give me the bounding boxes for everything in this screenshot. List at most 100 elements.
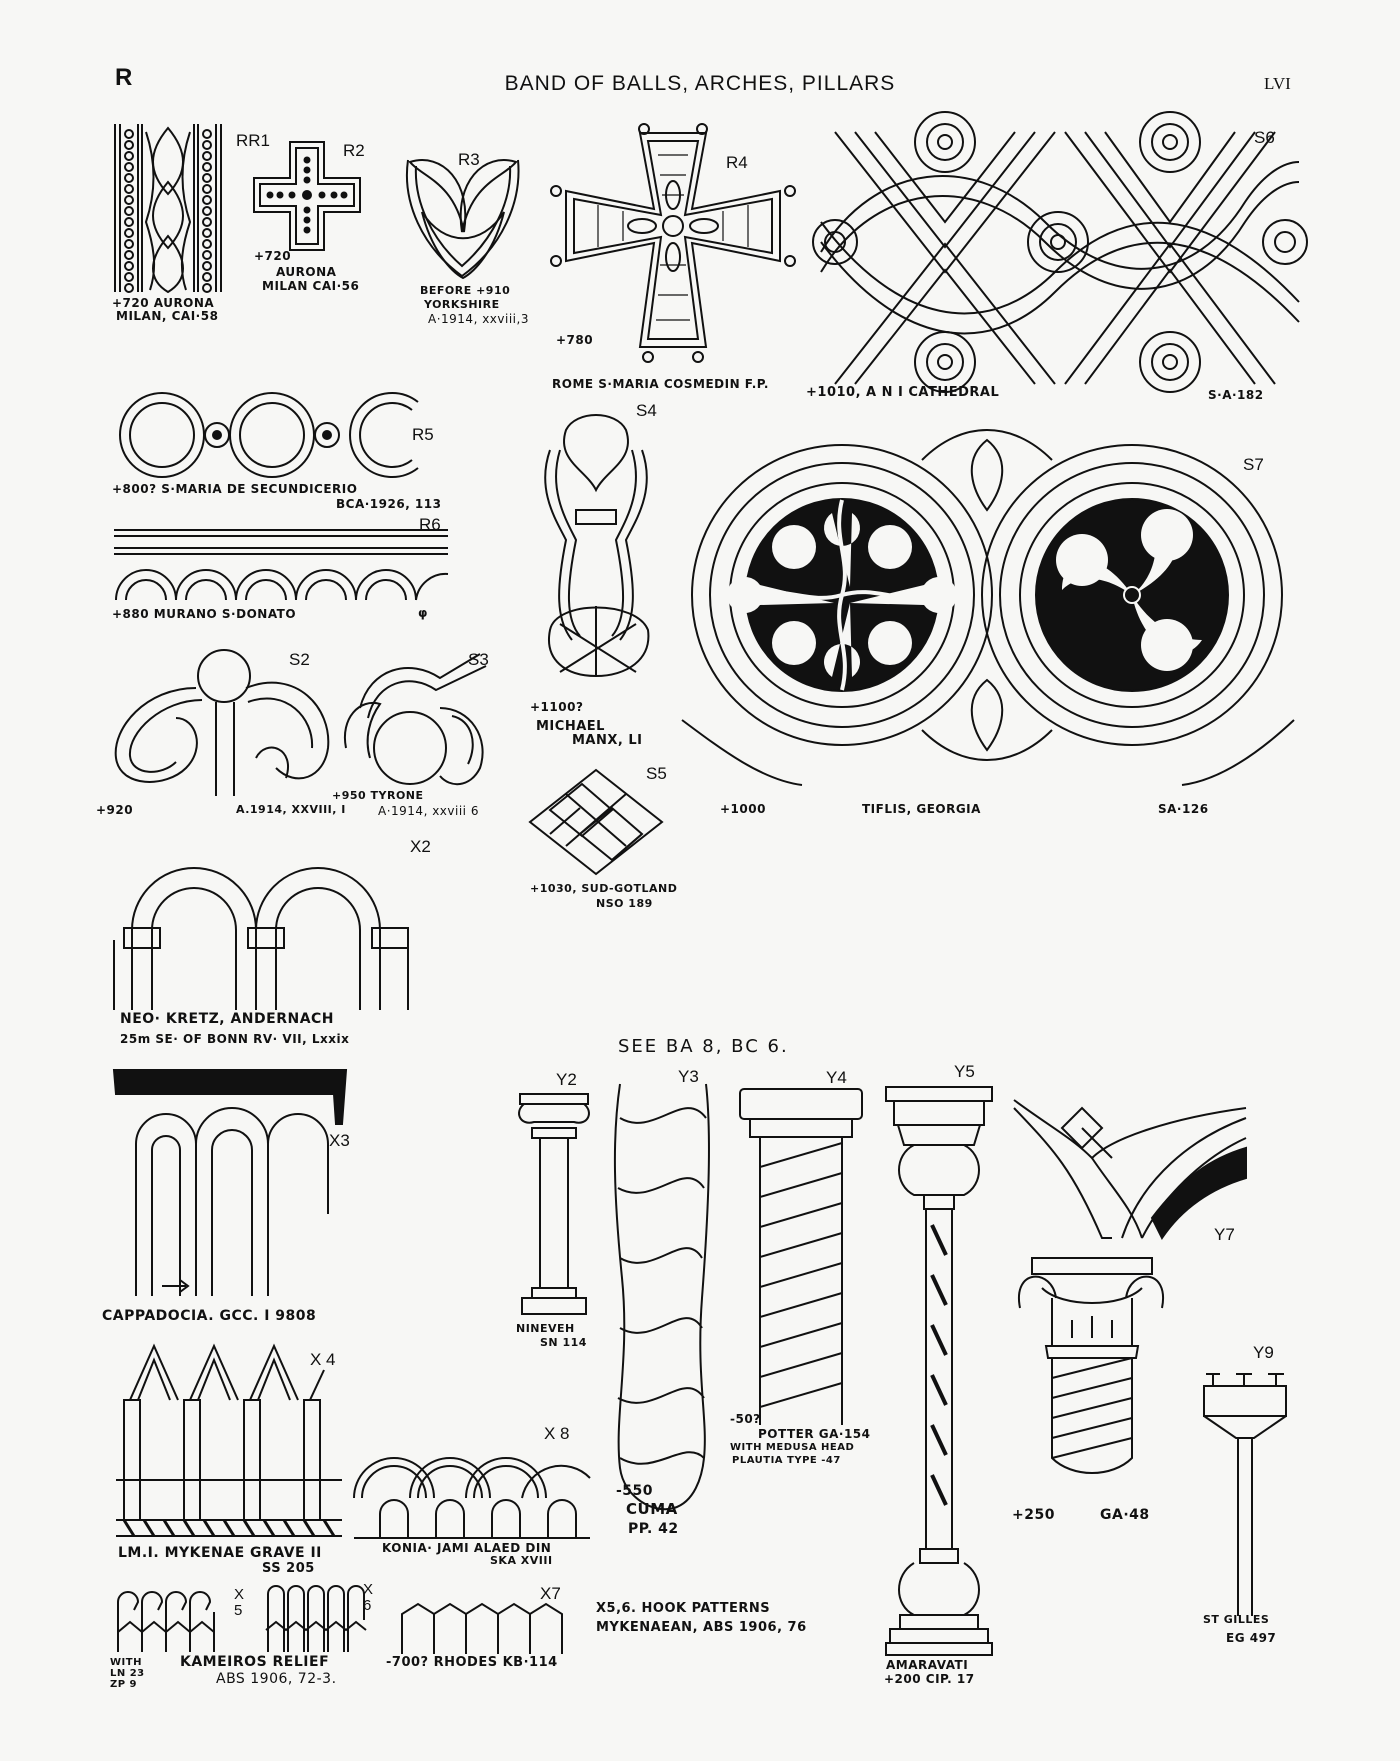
ball-ornament (203, 163, 211, 171)
ball-ornament (125, 218, 133, 226)
figure-s6-drawing (815, 122, 1303, 394)
ball-ornament (125, 185, 133, 193)
figure-x5-caption-2: LN 23 (110, 1668, 145, 1679)
figure-rr1-caption-1: +720 AURONA (112, 296, 215, 310)
figure-r4-code: R4 (726, 153, 748, 172)
figure-x8-drawing (350, 1438, 594, 1540)
figure-r3-caption-2: YORKSHIRE (424, 298, 500, 311)
section-letter: R (115, 64, 133, 91)
figure-r5-code: R5 (412, 425, 434, 444)
ball-ornament (125, 141, 133, 149)
ball-ornament (203, 284, 211, 292)
figure-x2-code: X2 (410, 837, 431, 856)
ball-ornament (125, 207, 133, 215)
figure-r2-caption-1: +720 (254, 249, 292, 263)
ball-ornament (203, 130, 211, 138)
figure-x4-caption-1: LM.I. MYKENAE GRAVE II (118, 1545, 322, 1561)
figure-y3-drawing (614, 1078, 712, 1518)
figure-y4-caption-1: -50? (730, 1412, 761, 1426)
figure-s3-caption-1: +950 TYRONE (332, 789, 424, 802)
ball-ornament (125, 251, 133, 259)
figure-s3-code: S3 (468, 650, 489, 669)
figure-x5-caption-3: ZP 9 (110, 1679, 138, 1690)
figure-y2-caption-1: NINEVEH (516, 1322, 575, 1335)
figure-r4-drawing (548, 125, 798, 365)
figure-r3-code: R3 (458, 150, 480, 169)
figure-x4-code: X 4 (310, 1350, 336, 1369)
figure-r3-caption-3: A·1914, xxviii,3 (428, 312, 529, 326)
figure-r2-code: R2 (343, 141, 365, 160)
ball-ornament (125, 152, 133, 160)
figure-r2-caption-3: MILAN CAI·56 (262, 279, 360, 293)
figure-s4-caption-1: +1100? (530, 700, 584, 714)
ball-ornament (203, 174, 211, 182)
figure-y2-code: Y2 (556, 1070, 577, 1089)
figure-x8-caption-1: KONIA· JAMI ALAED DIN (382, 1541, 552, 1555)
figure-x7-caption: -700? RHODES KB·114 (386, 1655, 558, 1670)
ball-ornament (203, 141, 211, 149)
figure-x6-code: X 6 (363, 1581, 374, 1614)
figure-s2-date: +920 (96, 803, 134, 817)
figure-r2-caption-2: AURONA (276, 265, 337, 279)
figure-s7-ref: SA·126 (1158, 802, 1209, 816)
figure-y7-drawing (1012, 1098, 1248, 1498)
figure-r6-code: R6 (419, 515, 441, 534)
figure-y9-code: Y9 (1253, 1343, 1274, 1362)
plate-number: LVI (1264, 74, 1291, 93)
figure-y7-date: +250 (1012, 1507, 1055, 1523)
figure-y9-caption-1: ST GILLES (1203, 1613, 1270, 1626)
figure-y5-drawing (884, 1085, 994, 1657)
figure-y2-caption-2: SN 114 (540, 1336, 587, 1349)
figure-x2-caption-2: 25m SE· OF BONN RV· VII, Lxxix (120, 1032, 350, 1046)
hook-patterns-note-1: X5,6. HOOK PATTERNS (596, 1601, 771, 1616)
figure-s2-caption: A.1914, XXVIII, I (236, 803, 346, 816)
figure-s7-code: S7 (1243, 455, 1264, 474)
ball-ornament (125, 273, 133, 281)
figure-y4-code: Y4 (826, 1068, 847, 1087)
ball-ornament (203, 152, 211, 160)
figure-r5-caption-1: +800? S·MARIA DE SECUNDICERIO (112, 482, 358, 496)
figure-r3-caption-1: BEFORE +910 (420, 284, 511, 297)
figure-y4-caption-2: POTTER GA·154 (758, 1427, 871, 1441)
ball-ornament (125, 229, 133, 237)
figure-s4-caption-2: MICHAEL (536, 719, 605, 734)
figure-x4-drawing (114, 1340, 344, 1545)
figure-s4-caption-3: MANX, LI (572, 733, 643, 748)
figure-r6-drawing (112, 524, 450, 602)
figure-y5-code: Y5 (954, 1062, 975, 1081)
figure-s7-caption: TIFLIS, GEORGIA (862, 802, 981, 816)
plate-title: BAND OF BALLS, ARCHES, PILLARS (504, 72, 896, 95)
figure-s5-caption-2: NSO 189 (596, 897, 653, 910)
figure-s7-date: +1000 (720, 802, 766, 816)
ball-ornament (203, 240, 211, 248)
figure-y5-caption-2: +200 CIP. 17 (884, 1672, 975, 1686)
figure-x3-caption: CAPPADOCIA. GCC. I 9808 (102, 1308, 317, 1324)
figure-y3-caption-1: -550 (616, 1483, 654, 1499)
figure-y7-caption: GA·48 (1100, 1507, 1150, 1523)
figure-s6-ref: S·A·182 (1208, 388, 1264, 402)
figure-r4-date: +780 (556, 333, 594, 347)
ball-ornament (125, 284, 133, 292)
ball-ornament (125, 174, 133, 182)
figure-x5-caption-1: WITH (110, 1657, 142, 1668)
figure-s7-drawing (682, 420, 1297, 790)
figure-y9-drawing (1200, 1368, 1290, 1618)
ball-ornament (203, 251, 211, 259)
figure-x3-drawing (106, 1064, 356, 1296)
ball-ornament (125, 130, 133, 138)
figure-y3-caption-2: CUMA (626, 1500, 678, 1518)
figure-y3-code: Y3 (678, 1067, 699, 1086)
ball-ornament (203, 262, 211, 270)
figure-x8-code: X 8 (544, 1424, 570, 1443)
figure-r4-caption: ROME S·MARIA COSMEDIN F.P. (552, 377, 769, 391)
figure-r5-drawing (112, 390, 432, 480)
figure-y3-caption-3: PP. 42 (628, 1521, 679, 1537)
ball-ornament (125, 262, 133, 270)
figure-y4-caption-3: WITH MEDUSA HEAD (730, 1442, 855, 1453)
figure-s5-drawing (526, 766, 666, 878)
figure-s6-code: S6 (1254, 128, 1275, 147)
figure-x6-caption-2: ABS 1906, 72-3. (216, 1671, 337, 1687)
figure-r2-drawing (252, 140, 362, 252)
figure-r6-caption: +880 MURANO S·DONATO (112, 607, 297, 621)
